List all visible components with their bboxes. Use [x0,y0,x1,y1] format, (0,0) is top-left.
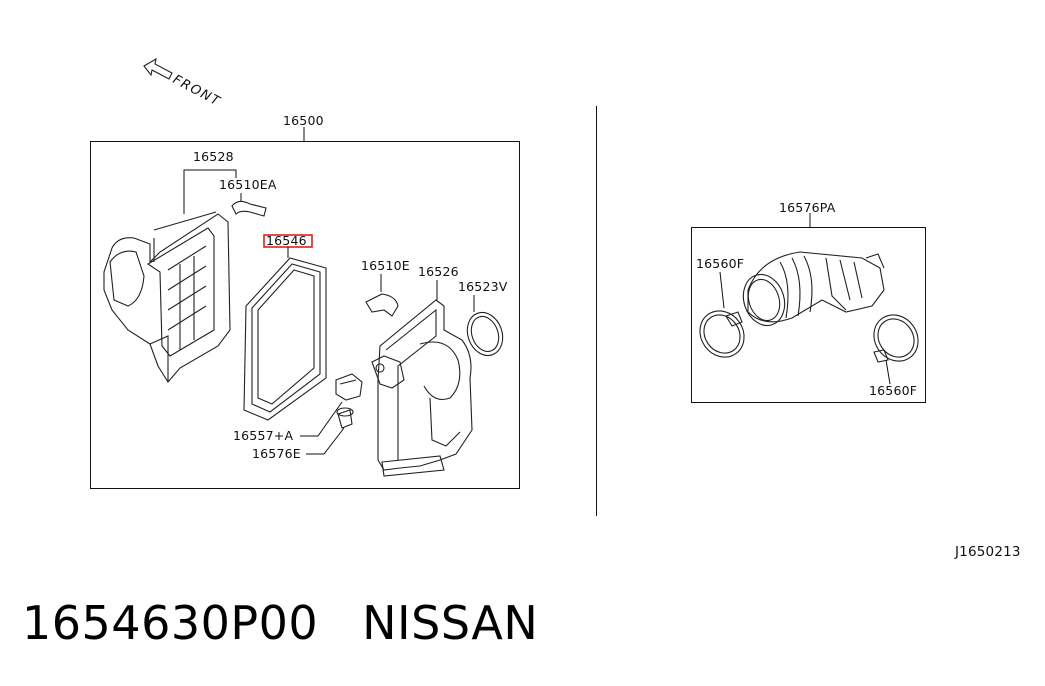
clip-icon [336,407,354,429]
air-cleaner-case-icon [103,211,231,383]
brand-name: NISSAN [362,596,539,650]
drawing-code: J1650213 [954,544,1021,560]
seal-ring-icon [466,311,504,357]
label-16510e: 16510E [361,258,410,273]
label-16560f-left: 16560F [696,256,744,271]
part-caption: 1654630P00 NISSAN [22,596,538,650]
right-group-frame [691,227,926,403]
label-16526: 16526 [418,264,459,279]
bracket-16510e-icon [365,293,399,317]
intake-duct-icon [742,251,885,327]
hose-clamp-right-icon [873,314,919,363]
label-16523v: 16523V [458,279,508,294]
left-group-frame [90,141,520,489]
label-16560f-right: 16560F [869,383,917,398]
label-16528: 16528 [193,149,234,164]
front-arrow-icon [143,57,173,80]
air-cleaner-cover-icon [371,299,473,477]
label-16500: 16500 [283,113,324,128]
air-filter-element-icon [243,257,327,421]
label-16510ea: 16510EA [219,177,277,192]
label-16546: 16546 [266,233,307,248]
label-16576pa: 16576PA [779,200,836,215]
hose-clamp-left-icon [699,310,745,358]
grommet-icon [335,373,363,401]
label-16557a: 16557+A [233,428,293,443]
front-label: FRONT [170,72,223,110]
bracket-16510ea-icon [231,200,267,217]
part-number: 1654630P00 [22,596,319,650]
label-16576e: 16576E [252,446,301,461]
